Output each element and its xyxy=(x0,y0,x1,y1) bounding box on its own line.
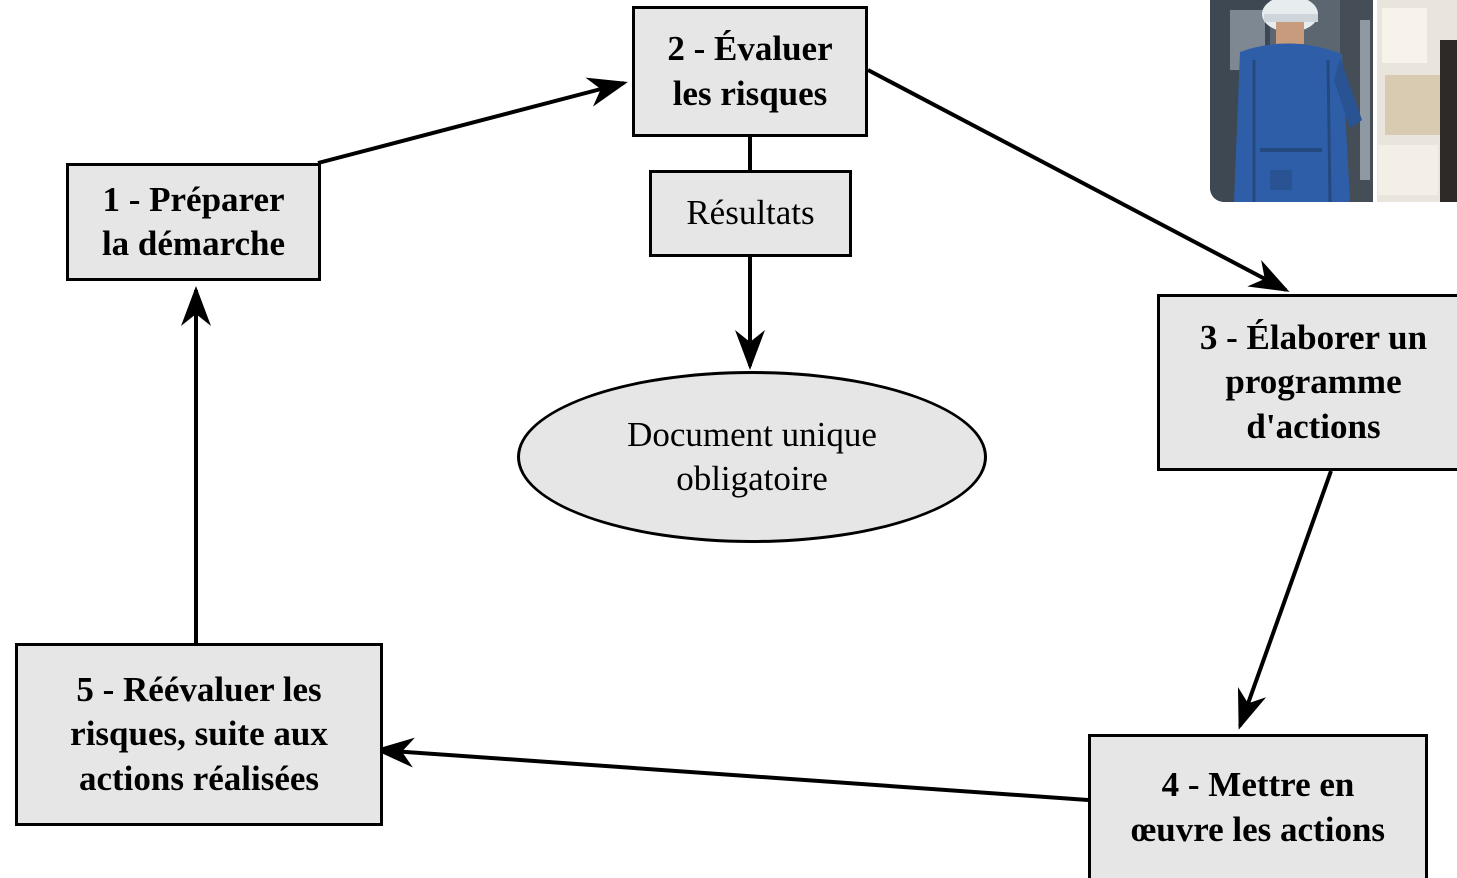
step-5-label: 5 - Réévaluer les risques, suite aux act… xyxy=(70,669,328,798)
step-4-implement-node: 4 - Mettre en œuvre les actions xyxy=(1088,734,1428,878)
step-1-label: 1 - Préparer la démarche xyxy=(101,179,286,263)
edge-step1-to-step2 xyxy=(317,77,628,165)
step-3-action-plan-node: 3 - Élaborer un programme d'actions xyxy=(1157,294,1457,471)
step-2-label: 2 - Évaluer les risques xyxy=(667,29,833,113)
step-4-label: 4 - Mettre en œuvre les actions xyxy=(1130,765,1386,849)
step-5-reassess-node: 5 - Réévaluer les risques, suite aux act… xyxy=(15,643,383,826)
edge-step2-to-step3 xyxy=(867,68,1290,292)
step-2-evaluate-node: 2 - Évaluer les risques xyxy=(632,6,868,137)
results-node: Résultats xyxy=(649,170,852,257)
step-1-prepare-node: 1 - Préparer la démarche xyxy=(66,163,321,281)
edge-step3-to-step4 xyxy=(1237,470,1333,730)
worker-photo-illustration xyxy=(1210,0,1457,202)
document-label: Document unique obligatoire xyxy=(627,414,877,498)
mandatory-document-ellipse: Document unique obligatoire xyxy=(517,371,987,543)
results-label: Résultats xyxy=(686,193,815,233)
step-3-label: 3 - Élaborer un programme d'actions xyxy=(1199,317,1428,446)
edge-step4-to-step5 xyxy=(374,737,1089,802)
worker-photo xyxy=(1210,0,1457,202)
